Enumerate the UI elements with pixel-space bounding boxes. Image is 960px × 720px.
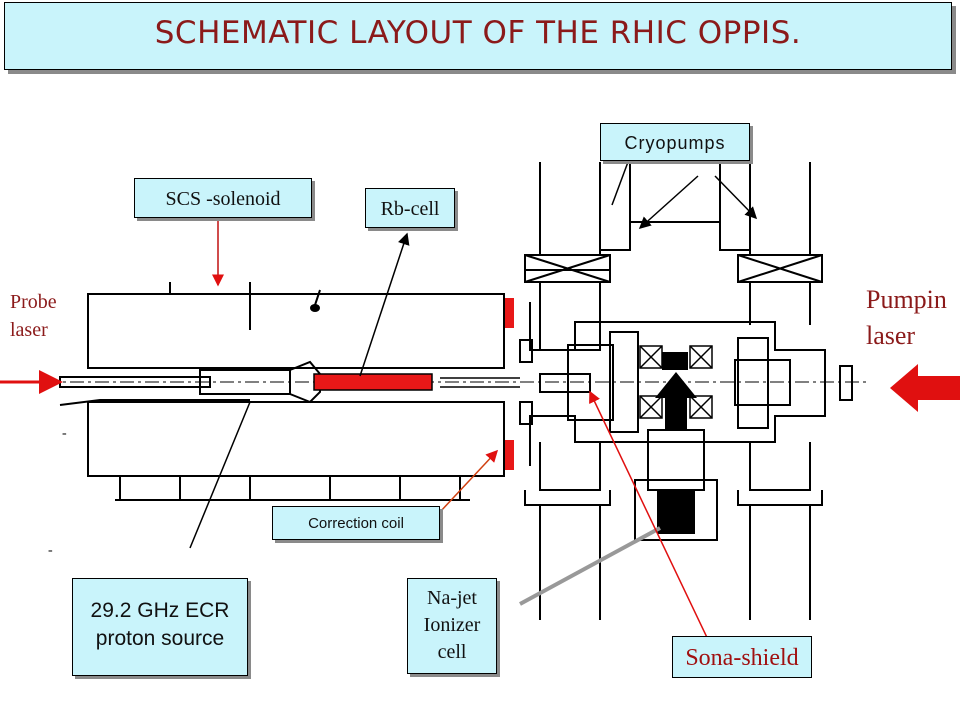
svg-text:-: - [62,426,67,441]
sona-shield-leader [589,390,713,649]
pumping-laser-label: Pumpin laser [866,285,947,350]
cryopumps-label: Cryopumps [600,123,750,161]
probe-laser-label: Probe laser [10,291,57,341]
correction-coil-bottom [505,440,514,470]
scs-solenoid-body [87,282,505,501]
cryopumps-leader-right [714,175,758,220]
ecr-source-label: 29.2 GHz ECR proton source [72,578,248,676]
ionizer-top-block [662,352,688,370]
correction-coil-leader [439,449,499,513]
scs-solenoid-label: SCS -solenoid [134,178,312,218]
svg-text:-: - [48,543,53,558]
sona-shield-label: Sona-shield [672,636,812,678]
cryopumps-leader-left [638,175,699,230]
ionizer-chamber [519,302,853,466]
cryopump-right [737,162,823,620]
na-jet-oven [657,490,695,534]
page-title: SCHEMATIC LAYOUT OF THE RHIC OPPIS. [154,15,802,51]
title-banner: SCHEMATIC LAYOUT OF THE RHIC OPPIS. [4,2,952,70]
correction-coil-label: Correction coil [272,506,440,540]
correction-coil-top [505,298,514,328]
na-jet-ionizer-label: Na-jet Ionizer cell [407,578,497,674]
ecr-leader [189,401,251,549]
rb-cell-label: Rb-cell [365,188,455,228]
cryopumps-leader-mid [611,161,629,206]
probe-marker [310,304,320,312]
ecr-source-tube [59,360,321,406]
na-jet-leader [519,526,661,606]
rb-cell [313,373,433,391]
na-jet-upward-arrow [655,372,697,430]
pumping-laser-arrow [890,364,960,412]
cryopump-bridge [599,162,631,251]
rb-cell-leader [359,232,410,377]
